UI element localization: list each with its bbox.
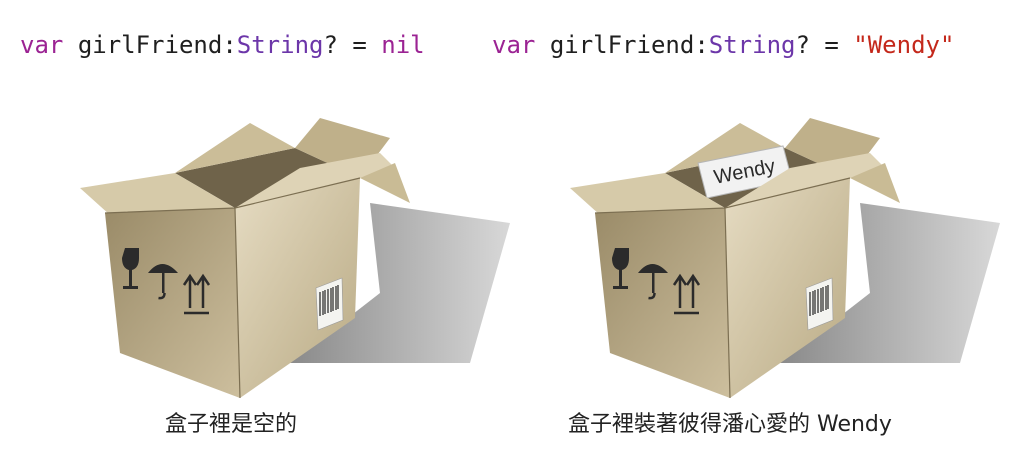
type-string: String bbox=[236, 31, 324, 59]
umbrella-icon bbox=[148, 264, 178, 300]
colon: : bbox=[222, 31, 237, 59]
this-way-up-arrows-icon bbox=[182, 273, 211, 315]
code-line-wendy: var girlFriend:String? = "Wendy" bbox=[492, 28, 954, 62]
barcode-label-icon bbox=[315, 277, 344, 331]
variable-name: girlFriend bbox=[549, 31, 695, 59]
code-line-nil: var girlFriend:String? = nil bbox=[20, 28, 425, 62]
empty-box-illustration bbox=[80, 118, 510, 399]
colon: : bbox=[694, 31, 709, 59]
value-nil: nil bbox=[381, 31, 425, 59]
caption-wendy-box: 盒子裡裝著彼得潘心愛的 Wendy bbox=[568, 412, 892, 437]
optional-equals: ? = bbox=[323, 31, 382, 59]
caption-empty-box: 盒子裡是空的 bbox=[165, 412, 298, 437]
value-string-wendy: "Wendy" bbox=[853, 31, 955, 59]
wendy-box-illustration: Wendy bbox=[570, 118, 1000, 399]
keyword-var: var bbox=[492, 31, 536, 59]
umbrella-icon bbox=[638, 264, 668, 300]
type-string: String bbox=[708, 31, 796, 59]
variable-name: girlFriend bbox=[77, 31, 223, 59]
wine-glass-icon bbox=[612, 248, 629, 289]
optional-equals: ? = bbox=[795, 31, 854, 59]
wendy-card: Wendy bbox=[697, 145, 793, 199]
this-way-up-arrows-icon bbox=[672, 273, 701, 315]
wine-glass-icon bbox=[122, 248, 139, 289]
barcode-label-icon bbox=[805, 277, 834, 331]
keyword-var: var bbox=[20, 31, 64, 59]
